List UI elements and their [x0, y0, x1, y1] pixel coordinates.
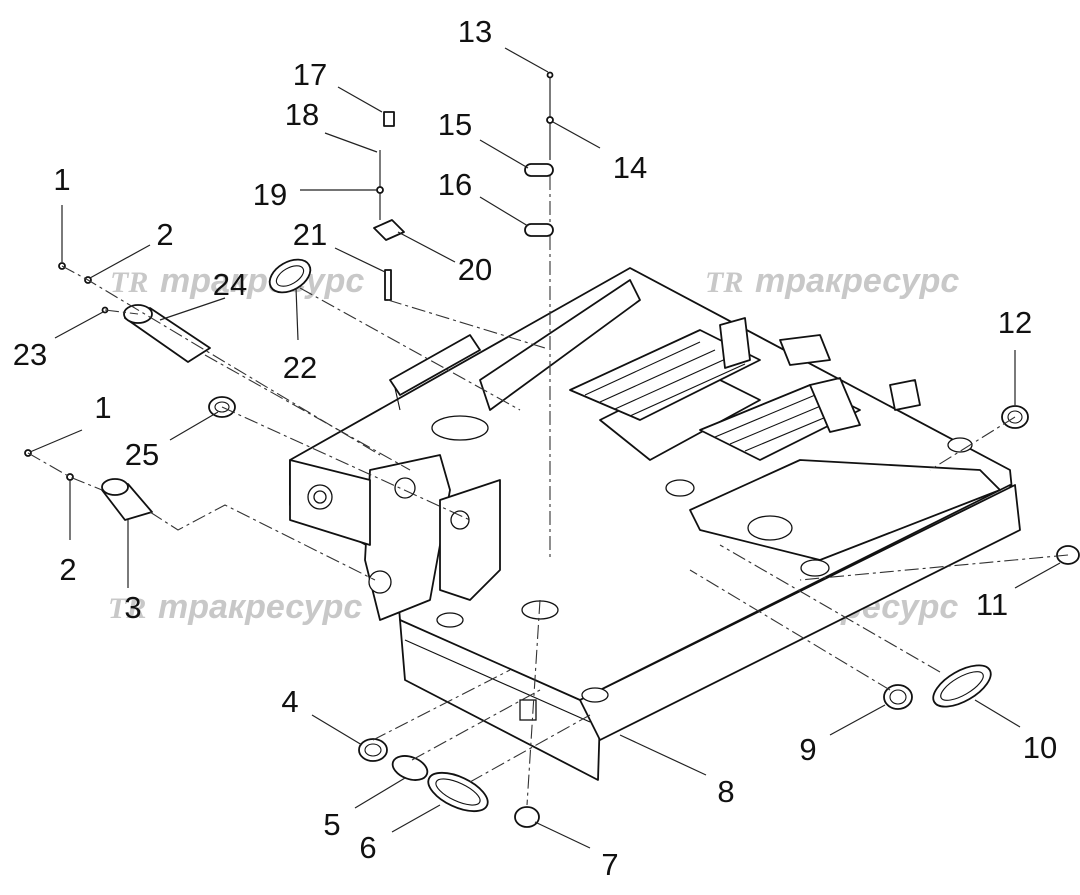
callout-2-lower: 2 — [59, 552, 76, 587]
callout-16: 16 — [438, 167, 472, 202]
floor-grating-upper — [569, 329, 761, 421]
callout-23: 23 — [13, 337, 47, 372]
callout-11: 11 — [976, 587, 1008, 622]
callout-13: 13 — [458, 14, 492, 49]
callout-4: 4 — [281, 684, 298, 719]
callout-19: 19 — [253, 177, 287, 212]
svg-text:TR: TR — [110, 266, 148, 299]
svg-text:TR: TR — [108, 592, 146, 625]
watermark-bottom-left: TR тракресурс — [108, 588, 362, 626]
callout-22: 22 — [283, 350, 317, 385]
seal-6 — [427, 771, 489, 813]
callout-2-upper: 2 — [156, 217, 173, 252]
callout-1-upper: 1 — [53, 162, 70, 197]
pin-3 — [101, 478, 153, 521]
ring-4 — [358, 738, 388, 762]
assembly-lines — [27, 176, 1069, 806]
leader-lines — [29, 47, 1061, 849]
callout-15: 15 — [438, 107, 472, 142]
seal-5 — [391, 755, 429, 781]
callout-17: 17 — [293, 57, 327, 92]
callout-14: 14 — [613, 150, 647, 185]
svg-text:тракресурс: тракресурс — [160, 262, 364, 300]
callout-24: 24 — [213, 267, 247, 302]
callout-10: 10 — [1023, 730, 1057, 765]
callout-labels: 1 2 23 24 22 1 25 2 3 17 18 19 21 20 13 … — [13, 14, 1057, 882]
svg-text:TR: TR — [705, 266, 743, 299]
svg-text:тракресурс: тракресурс — [158, 588, 362, 626]
callout-12: 12 — [998, 305, 1032, 340]
callout-7: 7 — [601, 847, 618, 882]
watermark-top-left: TR тракресурс — [110, 262, 364, 300]
callout-18: 18 — [285, 97, 319, 132]
seal-10 — [932, 664, 992, 708]
callout-20: 20 — [458, 252, 492, 287]
main-frame — [289, 267, 1021, 781]
callout-8: 8 — [717, 774, 734, 809]
seal-22 — [268, 258, 312, 294]
bushing-9 — [883, 684, 913, 710]
svg-text:тракресурс: тракресурс — [755, 262, 959, 300]
callout-1-lower: 1 — [94, 390, 111, 425]
callout-6: 6 — [359, 830, 376, 865]
callout-25: 25 — [125, 437, 159, 472]
small-parts-1-2-23 — [24, 262, 109, 481]
callout-21: 21 — [293, 217, 327, 252]
watermark-top-right: TR тракресурс — [705, 262, 959, 300]
callout-5: 5 — [323, 807, 340, 842]
callout-9: 9 — [799, 732, 816, 767]
plate-20 — [373, 111, 405, 301]
pin-15-16 — [524, 71, 554, 237]
callout-3: 3 — [124, 590, 141, 625]
bushing-7 — [514, 806, 540, 828]
